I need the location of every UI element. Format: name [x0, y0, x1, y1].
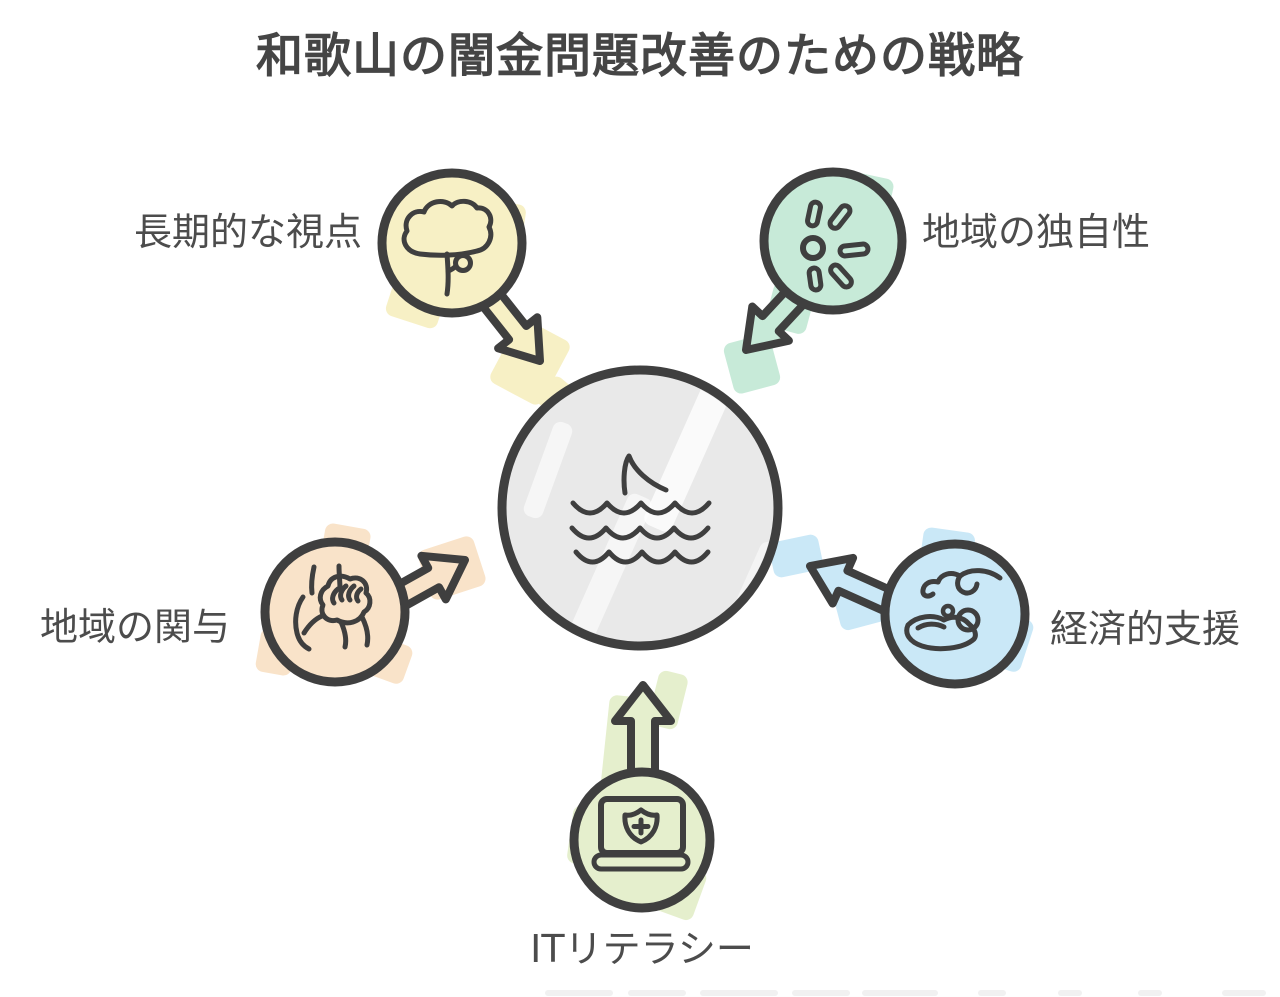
shark-fin-waves-icon [569, 453, 712, 565]
watermark-remnant [545, 990, 1266, 996]
node-circle [880, 539, 1030, 689]
label-community-involvement: 地域の関与 [39, 605, 230, 649]
label-economic-support: 経済的支援 [1050, 607, 1241, 651]
label-long-term-perspective: 長期的な視点 [133, 210, 362, 254]
node-center-problem [497, 365, 783, 651]
node-it-literacy [567, 670, 715, 921]
node-circle [260, 537, 410, 687]
label-regional-uniqueness: 地域の独自性 [922, 210, 1151, 254]
label-it-literacy: ITリテラシー [530, 927, 754, 971]
node-circle [759, 167, 907, 315]
sparkle-icon [800, 199, 871, 293]
node-economic-support [769, 527, 1034, 689]
laptop-shield-icon [591, 796, 691, 872]
page-title: 和歌山の闇金問題改善のための戦略 [256, 29, 1024, 84]
node-community-involvement [255, 523, 486, 687]
hands-together-icon [293, 563, 373, 652]
tree-icon [401, 198, 494, 297]
hand-giving-coins-icon [904, 568, 1003, 652]
node-long-term-perspective [377, 168, 576, 416]
arrow-to-center [611, 681, 675, 779]
node-regional-uniqueness [723, 167, 907, 394]
